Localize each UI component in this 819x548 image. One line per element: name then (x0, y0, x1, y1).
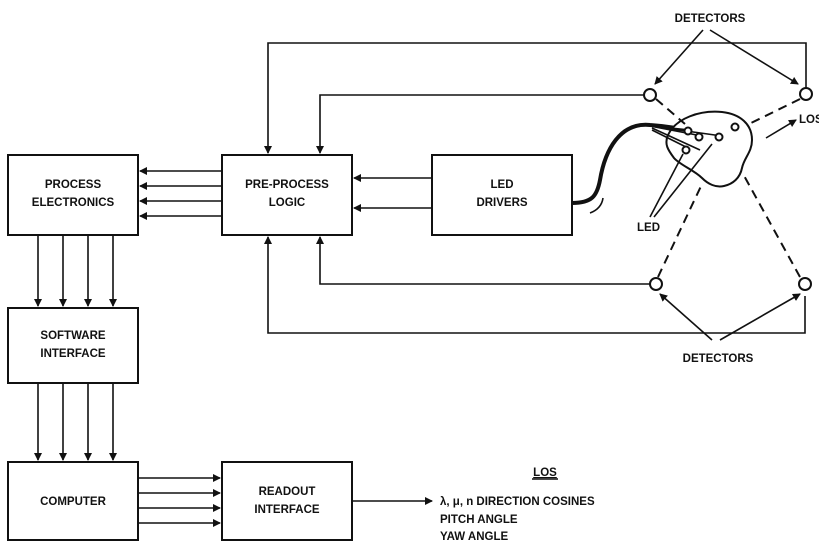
los-output-line-1: λ, μ, n DIRECTION COSINES (440, 496, 595, 508)
readout-interface-label-2: INTERFACE (254, 504, 320, 516)
pre-process-logic-block: PRE-PROCESS LOGIC (222, 155, 352, 235)
los-output-line-3: YAW ANGLE (440, 531, 508, 543)
top-detectors: DETECTORS (644, 13, 812, 125)
los-outputs: LOS λ, μ, n DIRECTION COSINES PITCH ANGL… (440, 467, 595, 543)
pre-process-logic-label-2: LOGIC (269, 197, 305, 209)
process-to-software-arrows (38, 235, 113, 306)
detector-bottom-right-icon (799, 278, 811, 290)
software-interface-label-1: SOFTWARE (40, 330, 105, 342)
software-to-computer-arrows (38, 383, 113, 460)
computer-to-readout-arrows (138, 478, 220, 523)
los-output-line-2: PITCH ANGLE (440, 514, 518, 526)
computer-label: COMPUTER (40, 496, 107, 508)
detector-top-left-icon (644, 89, 656, 101)
los-label: LOS (799, 114, 819, 126)
readout-interface-block: READOUT INTERFACE (222, 462, 352, 540)
detectors-top-label: DETECTORS (675, 13, 746, 25)
led-label: LED (637, 222, 660, 234)
detectors-bottom-label: DETECTORS (683, 353, 754, 365)
computer-block: COMPUTER (8, 462, 138, 540)
software-interface-label-2: INTERFACE (40, 348, 106, 360)
led-drivers-block: LED DRIVERS (432, 155, 572, 235)
los-arrow (766, 120, 796, 138)
helmet-icon (650, 112, 752, 187)
los-output-heading: LOS (533, 467, 557, 479)
pre-process-logic-label-1: PRE-PROCESS (245, 179, 329, 191)
detector-bottom-left-icon (650, 278, 662, 290)
bottom-detector-feedback-lines (268, 237, 805, 333)
process-electronics-label-1: PROCESS (45, 179, 102, 191)
led-drivers-label-2: DRIVERS (476, 197, 527, 209)
bottom-detectors: DETECTORS (650, 172, 811, 365)
readout-interface-label-1: READOUT (259, 486, 316, 498)
process-electronics-block: PROCESS ELECTRONICS (8, 155, 138, 235)
leddrivers-to-preprocess-arrows (354, 178, 432, 208)
led-drivers-label-1: LED (491, 179, 514, 191)
preprocess-to-process-arrows (140, 171, 222, 216)
detector-top-right-icon (800, 88, 812, 100)
process-electronics-label-2: ELECTRONICS (32, 197, 115, 209)
software-interface-block: SOFTWARE INTERFACE (8, 308, 138, 383)
